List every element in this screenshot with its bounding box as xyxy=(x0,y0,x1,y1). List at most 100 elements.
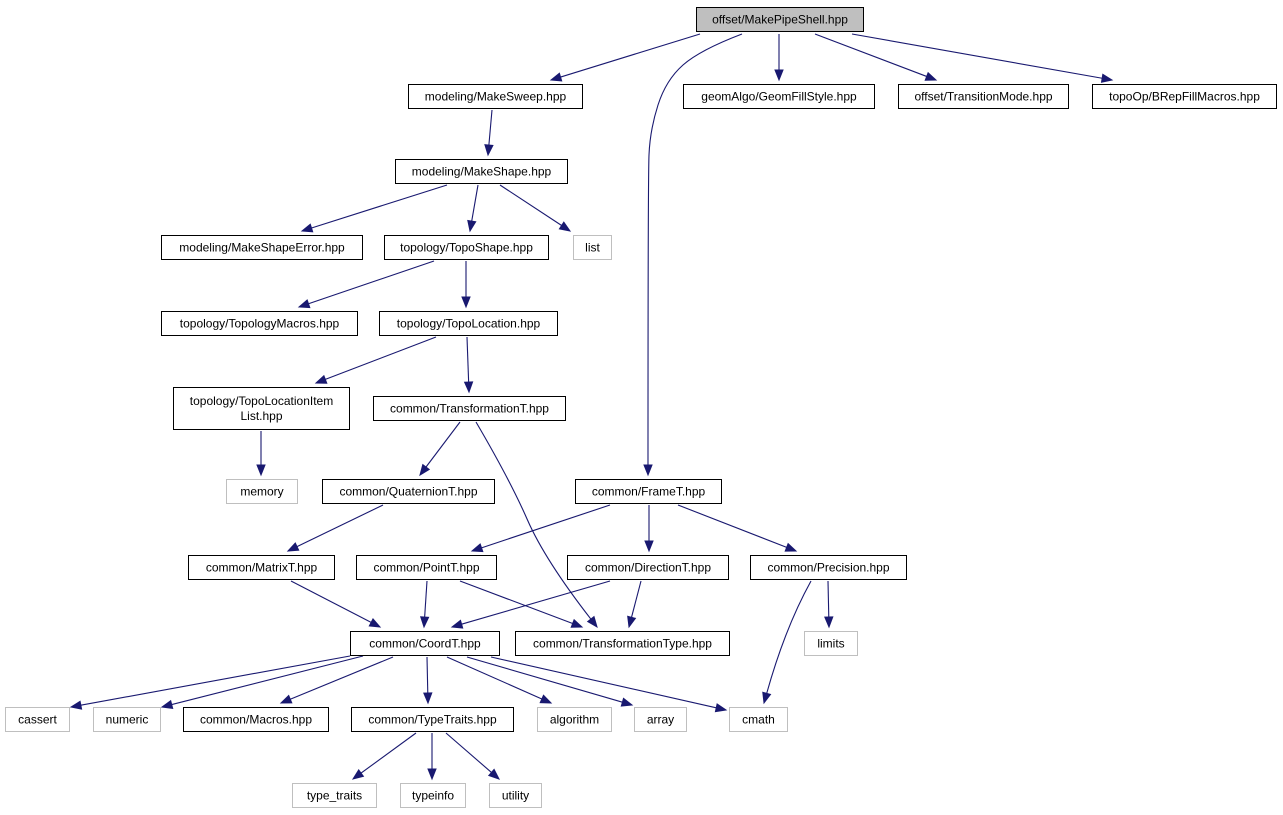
edge-precision-to-cmath xyxy=(762,580,812,705)
edge-coord-t-to-array xyxy=(466,656,634,707)
node-transformation-t[interactable]: common/TransformationT.hpp xyxy=(373,396,566,421)
edge-matrix-t-to-coord-t xyxy=(290,580,382,628)
edge-transformation-t-to-quaternion-t xyxy=(419,421,461,477)
node-label: list xyxy=(585,241,600,255)
node-coord-t[interactable]: common/CoordT.hpp xyxy=(350,631,500,656)
node-algorithm: algorithm xyxy=(537,707,612,732)
node-brep-fill-macros[interactable]: topoOp/BRepFillMacros.hpp xyxy=(1092,84,1277,109)
node-label: cmath xyxy=(742,713,775,727)
edge-transformation-t-to-transformation-type xyxy=(475,421,598,629)
edge-coord-t-to-type-traits-hpp xyxy=(423,656,433,705)
node-label: offset/MakePipeShell.hpp xyxy=(712,13,848,27)
node-label: topology/TopoLocationItem xyxy=(190,394,333,408)
node-make-shape-error[interactable]: modeling/MakeShapeError.hpp xyxy=(161,235,363,260)
node-label: common/MatrixT.hpp xyxy=(206,561,318,575)
node-frame-t[interactable]: common/FrameT.hpp xyxy=(575,479,722,504)
edge-topo-location-item-list-to-memory xyxy=(256,431,266,477)
node-label: memory xyxy=(240,485,283,499)
node-label: common/FrameT.hpp xyxy=(592,485,706,499)
node-cmath: cmath xyxy=(729,707,788,732)
node-typeinfo: typeinfo xyxy=(400,783,466,808)
edge-frame-t-to-precision xyxy=(677,504,798,552)
node-label: topology/TopoShape.hpp xyxy=(400,241,533,255)
node-label: common/Macros.hpp xyxy=(200,713,312,727)
edge-topo-shape-to-topology-macros xyxy=(297,260,435,309)
edge-precision-to-limits xyxy=(824,580,834,629)
node-list: list xyxy=(573,235,612,260)
node-matrix-t[interactable]: common/MatrixT.hpp xyxy=(188,555,335,580)
node-topology-macros[interactable]: topology/TopologyMacros.hpp xyxy=(161,311,358,336)
node-label: common/TransformationT.hpp xyxy=(390,402,549,416)
node-label: geomAlgo/GeomFillStyle.hpp xyxy=(701,90,857,104)
edge-frame-t-to-point-t xyxy=(470,504,611,553)
edge-type-traits-hpp-to-utility xyxy=(445,732,501,780)
edge-frame-t-to-direction-t xyxy=(644,505,654,553)
node-transformation-type[interactable]: common/TransformationType.hpp xyxy=(515,631,730,656)
node-label: cassert xyxy=(18,713,57,727)
node-label: modeling/MakeShape.hpp xyxy=(412,165,552,179)
node-label: modeling/MakeShapeError.hpp xyxy=(179,241,345,255)
graph-nodes: offset/MakePipeShell.hpp modeling/MakeSwe… xyxy=(5,7,1277,808)
edge-direction-t-to-coord-t xyxy=(450,580,611,629)
edge-topo-location-to-transformation-t xyxy=(463,336,474,394)
node-label: numeric xyxy=(106,713,149,727)
edge-coord-t-to-cassert xyxy=(69,655,351,710)
node-type-traits-hpp[interactable]: common/TypeTraits.hpp xyxy=(351,707,514,732)
node-label: common/TransformationType.hpp xyxy=(533,637,712,651)
node-label: modeling/MakeSweep.hpp xyxy=(425,90,567,104)
node-make-sweep[interactable]: modeling/MakeSweep.hpp xyxy=(408,84,583,109)
node-cassert: cassert xyxy=(5,707,70,732)
edge-type-traits-hpp-to-typeinfo xyxy=(427,733,437,781)
node-label: common/QuaternionT.hpp xyxy=(339,485,477,499)
edge-make-shape-to-list xyxy=(499,184,572,232)
node-label: common/CoordT.hpp xyxy=(369,637,481,651)
edge-make-shape-to-topo-shape xyxy=(467,184,479,233)
edge-make-pipe-shell-to-frame-t xyxy=(643,33,743,477)
node-precision[interactable]: common/Precision.hpp xyxy=(750,555,907,580)
node-label: List.hpp xyxy=(240,409,282,423)
node-label: topoOp/BRepFillMacros.hpp xyxy=(1109,90,1260,104)
node-label: common/Precision.hpp xyxy=(767,561,889,575)
node-label: array xyxy=(647,713,674,727)
edge-topo-location-to-topo-location-item-list xyxy=(314,336,437,384)
edge-quaternion-t-to-matrix-t xyxy=(286,504,384,552)
node-transition-mode[interactable]: offset/TransitionMode.hpp xyxy=(898,84,1069,109)
edge-point-t-to-transformation-type xyxy=(459,580,584,628)
node-label: topology/TopoLocation.hpp xyxy=(397,317,541,331)
edge-coord-t-to-cmath xyxy=(490,656,728,713)
node-direction-t[interactable]: common/DirectionT.hpp xyxy=(567,555,729,580)
node-array: array xyxy=(634,707,687,732)
node-label: common/DirectionT.hpp xyxy=(585,561,711,575)
edge-coord-t-to-algorithm xyxy=(446,656,553,704)
node-memory: memory xyxy=(226,479,298,504)
node-label: utility xyxy=(502,789,529,803)
node-quaternion-t[interactable]: common/QuaternionT.hpp xyxy=(322,479,495,504)
edge-make-shape-to-make-shape-error xyxy=(300,184,448,233)
node-label: topology/TopologyMacros.hpp xyxy=(180,317,340,331)
node-label: limits xyxy=(817,637,844,651)
node-make-pipe-shell[interactable]: offset/MakePipeShell.hpp xyxy=(696,7,864,32)
node-utility: utility xyxy=(489,783,542,808)
node-topo-shape[interactable]: topology/TopoShape.hpp xyxy=(384,235,549,260)
edge-direction-t-to-transformation-type xyxy=(627,580,642,629)
node-label: common/TypeTraits.hpp xyxy=(368,713,497,727)
graph-edges xyxy=(69,33,1114,781)
node-label: typeinfo xyxy=(412,789,454,803)
node-limits: limits xyxy=(804,631,858,656)
edge-coord-t-to-macros xyxy=(279,656,394,704)
node-label: type_traits xyxy=(307,789,362,803)
node-make-shape[interactable]: modeling/MakeShape.hpp xyxy=(395,159,568,184)
edge-point-t-to-coord-t xyxy=(419,580,430,629)
node-geom-fill-style[interactable]: geomAlgo/GeomFillStyle.hpp xyxy=(683,84,875,109)
node-point-t[interactable]: common/PointT.hpp xyxy=(356,555,497,580)
edge-make-pipe-shell-to-transition-mode xyxy=(814,33,938,81)
node-macros[interactable]: common/Macros.hpp xyxy=(183,707,329,732)
edge-make-pipe-shell-to-brep-fill-macros xyxy=(851,33,1114,83)
edge-make-pipe-shell-to-make-sweep xyxy=(549,33,701,82)
node-type-traits: type_traits xyxy=(292,783,377,808)
node-topo-location[interactable]: topology/TopoLocation.hpp xyxy=(379,311,558,336)
node-label: offset/TransitionMode.hpp xyxy=(914,90,1052,104)
node-label: common/PointT.hpp xyxy=(373,561,479,575)
